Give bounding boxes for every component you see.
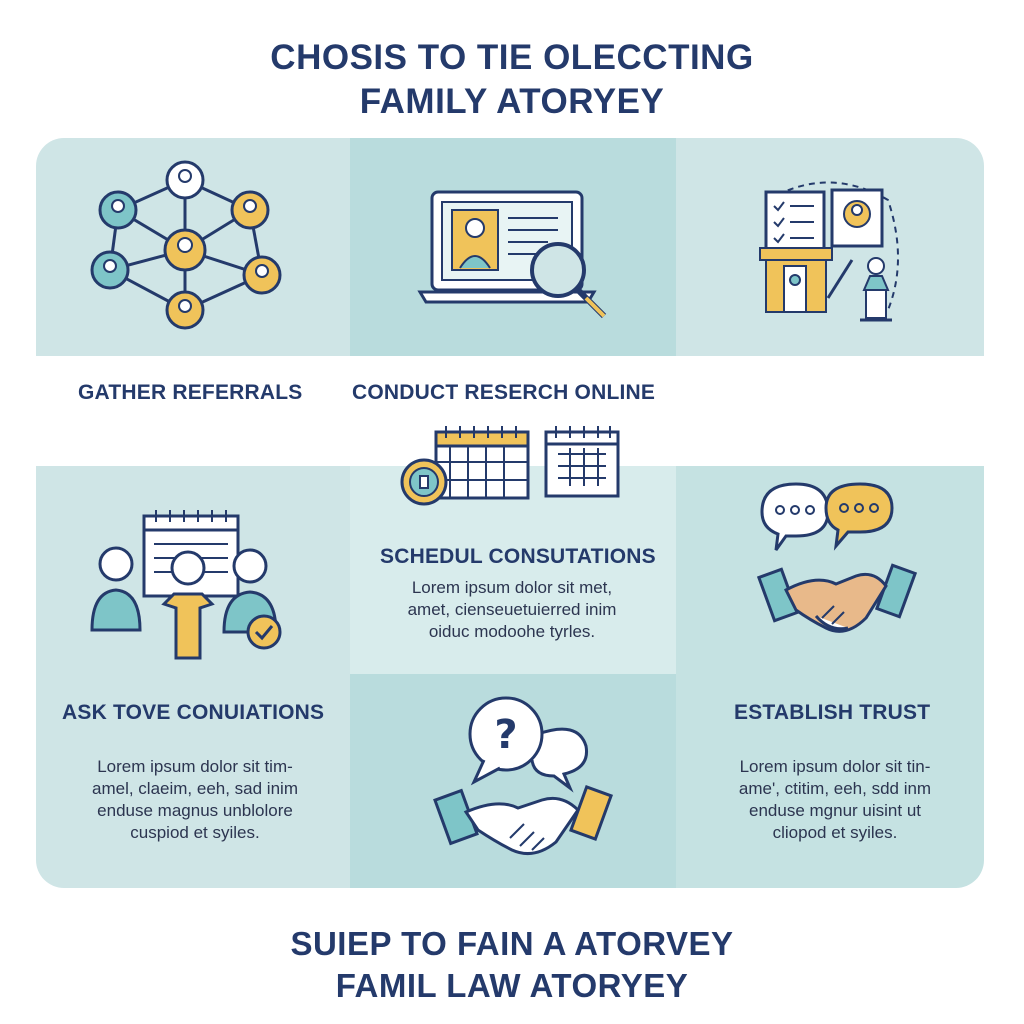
heading-ask-consultations: ASK TOVE CONUIATIONS xyxy=(62,701,325,724)
courtroom-checklist-icon xyxy=(759,181,899,322)
ask-description: Lorem ipsum dolor sit tim- amel, claeim,… xyxy=(60,756,330,844)
heading-gather-referrals: GATHER REFERRALS xyxy=(78,381,303,404)
ask-line-4: cuspiod et syiles. xyxy=(130,823,260,842)
page-title-line-2: FAMILY ATORYEY xyxy=(359,82,665,121)
cell-trust xyxy=(676,466,984,888)
heading-schedule-consultations: SCHEDUL CONSUTATIONS xyxy=(380,545,656,568)
trust-line-2: ame', ctitim, eeh, sdd inm xyxy=(738,779,932,798)
handshake-chat-icon xyxy=(756,482,918,633)
schedule-line-3: oiduc modoohe tyrles. xyxy=(428,622,596,641)
schedule-line-2: amet, cienseuetuierred inim xyxy=(407,600,617,619)
ask-line-1: Lorem ipsum dolor sit tim- xyxy=(97,757,293,776)
people-network-icon xyxy=(90,160,282,330)
schedule-description: Lorem ipsum dolor sit met, amet, cienseu… xyxy=(380,577,644,643)
calendar-schedule-icon xyxy=(400,426,620,506)
trust-line-4: cliopod et syiles. xyxy=(772,823,898,842)
people-calendar-icon xyxy=(90,510,282,660)
trust-line-1: Lorem ipsum dolor sit tin- xyxy=(739,757,931,776)
laptop-search-icon xyxy=(417,190,607,319)
page-title-line-1: CHOSIS TO TIE OLECCTING xyxy=(270,38,754,77)
ask-line-3: enduse magnus unblolore xyxy=(97,801,293,820)
handshake-question-icon: ? xyxy=(433,696,614,856)
heading-conduct-research: CONDUCT RESERCH ONLINE xyxy=(352,381,656,404)
svg-text:?: ? xyxy=(494,712,517,758)
schedule-line-1: Lorem ipsum dolor sit met, xyxy=(411,578,613,597)
footer-title-line-2: FAMIL LAW ATORYEY xyxy=(335,967,689,1004)
trust-description: Lorem ipsum dolor sit tin- ame', ctitim,… xyxy=(700,756,970,844)
cell-schedule xyxy=(350,466,676,674)
ask-line-2: amel, claeim, eeh, sad inim xyxy=(92,779,298,798)
heading-establish-trust: ESTABLISH TRUST xyxy=(734,701,931,724)
footer-title-line-1: SUIEP TO FAIN A ATORVEY xyxy=(290,925,734,962)
trust-line-3: enduse mgnur uisint ut xyxy=(749,801,921,820)
